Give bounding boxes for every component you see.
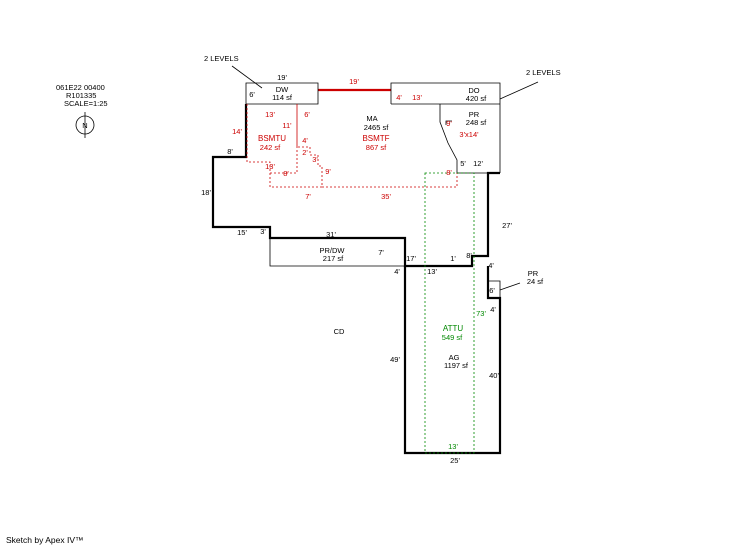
red-dim-3: 3' [312, 155, 318, 164]
prdw-size: 217 sf [323, 254, 344, 263]
bsmtu-size: 242 sf [260, 143, 281, 152]
dim-31: 31' [326, 230, 336, 239]
cd-name: CD [334, 327, 345, 336]
dim-13-ag: 13' [427, 267, 437, 276]
dw-name: DW [276, 85, 289, 94]
red-dim-13-top: 13' [412, 93, 422, 102]
ag-size: 1197 sf [444, 361, 469, 370]
prdw-outline [269, 237, 406, 267]
do-size: 420 sf [466, 94, 487, 103]
green-dim-13: 13' [448, 442, 458, 451]
garage-outline [403, 266, 502, 455]
dim-25: 25' [450, 456, 460, 465]
red-dim-35: 35' [381, 192, 391, 201]
dim-5: 5' [460, 159, 466, 168]
ma-name: MA [366, 114, 377, 123]
pr-top-size: 248 sf [466, 118, 487, 127]
header-line-2: R101335 [66, 91, 96, 100]
dim-8-left: 8' [227, 147, 233, 156]
dim-4-right: 4' [488, 261, 494, 270]
header-line-1: 061E22 00400 [56, 83, 105, 92]
red-dim-9-b: 9' [325, 167, 331, 176]
pr-top-name: PR [469, 110, 480, 119]
dim-49: 49' [390, 355, 400, 364]
pr-small-name: PR [528, 269, 539, 278]
do-name: DO [468, 86, 479, 95]
dim-15: 15' [237, 228, 247, 237]
red-dim-8-b: 8' [283, 169, 289, 178]
red-dim-4: 4' [396, 93, 402, 102]
dw-size: 114 sf [272, 93, 293, 102]
bsmtf-outline [296, 104, 458, 188]
dim-40: 40' [489, 371, 499, 380]
left-levels-label: 2 LEVELS [204, 54, 239, 63]
pr-top-outline [439, 104, 500, 174]
dim-3: 3' [260, 227, 266, 236]
bsmtf-name: BSMTF [362, 134, 389, 143]
green-dim-73: 73' [476, 309, 486, 318]
ag-name: AG [449, 353, 460, 362]
attu-outline [424, 172, 475, 454]
attu-name: ATTU [443, 324, 464, 333]
red-dim-13-left: 13' [265, 110, 275, 119]
dim-4-left-ag: 4' [394, 267, 400, 276]
dim-17: 17' [406, 254, 416, 263]
right-levels-leader [499, 81, 539, 100]
dim-27: 27' [502, 221, 512, 230]
left-levels-leader [231, 65, 263, 89]
red-dim-2: 2' [302, 148, 308, 157]
red-dim-4b: 4' [302, 136, 308, 145]
pr-small-leader [499, 282, 521, 291]
dw-outline [245, 82, 319, 105]
do-outline [390, 82, 501, 173]
dim-18-left: 18' [201, 188, 211, 197]
red-dim-13-b: 13' [265, 162, 275, 171]
dim-12: 12' [473, 159, 483, 168]
dim-7-prdw: 7' [378, 248, 384, 257]
red-dim-3x14: 3'x14' [459, 130, 479, 139]
red-dim-19: 19' [349, 77, 359, 86]
header-line-3: SCALE=1:25 [64, 99, 108, 108]
red-dim-7: 7' [305, 192, 311, 201]
red-dim-6: 6' [304, 110, 310, 119]
red-dim-8-right: 8' [446, 168, 452, 177]
dim-19-top: 19' [277, 73, 287, 82]
attu-size: 549 sf [442, 333, 463, 342]
footer-credit: Sketch by Apex IV™ [6, 535, 83, 545]
dim-8-ag: 8' [466, 251, 472, 260]
dim-6-dw: 6' [249, 90, 255, 99]
dim-1: 1' [450, 254, 456, 263]
bsmt-lower-edge [269, 173, 322, 188]
right-levels-label: 2 LEVELS [526, 68, 561, 77]
dim-4-pr: 4' [490, 305, 496, 314]
bsmtu-name: BSMTU [258, 134, 286, 143]
red-dim-14: 14' [232, 127, 242, 136]
pr-corner-mark [445, 120, 452, 125]
north-arrow-icon: N [75, 112, 95, 138]
red-dim-9-pr: 9' [446, 119, 452, 128]
bsmtu-outline [246, 104, 298, 174]
red-dim-11: 11' [282, 121, 292, 130]
compass-label: N [82, 121, 87, 130]
prdw-name: PR/DW [320, 246, 346, 255]
bsmtf-size: 867 sf [366, 143, 387, 152]
dim-6-pr: 6' [489, 286, 495, 295]
pr-small-outline [488, 280, 501, 299]
pr-small-size: 24 sf [527, 277, 544, 286]
ma-size: 2465 sf [364, 123, 390, 132]
